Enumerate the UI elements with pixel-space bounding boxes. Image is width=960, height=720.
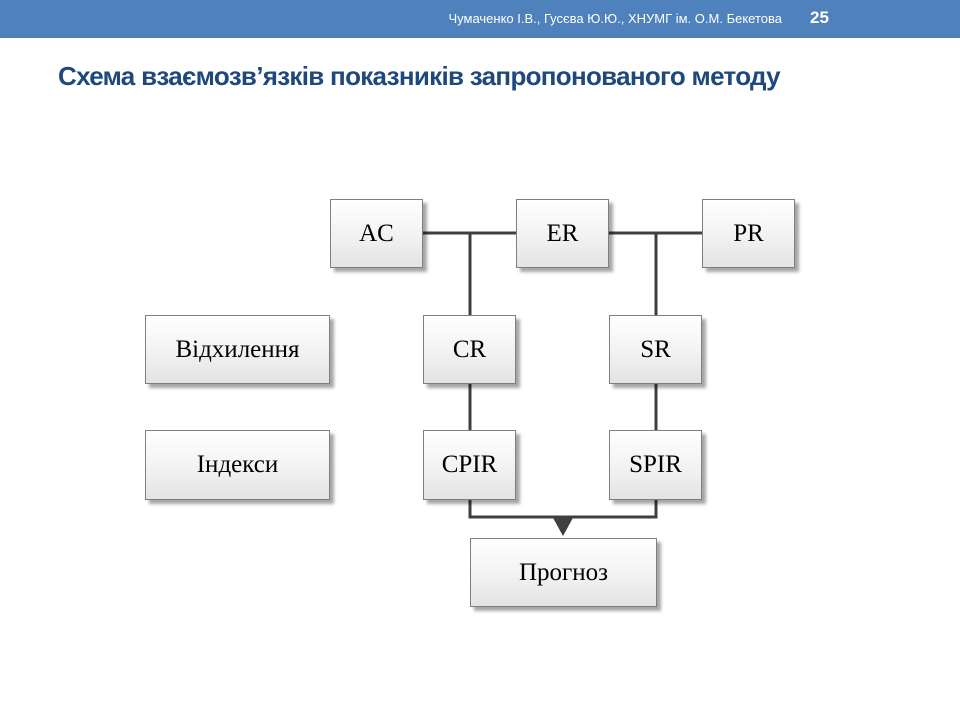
node-cpir: CPIR [423, 430, 516, 500]
node-ac: AC [330, 199, 423, 268]
node-cr: CR [423, 315, 516, 384]
node-pr: PR [702, 199, 795, 268]
header-bar: Чумаченко І.В., Гусєва Ю.Ю., ХНУМГ ім. О… [0, 0, 960, 38]
page-number: 25 [810, 8, 829, 27]
node-spir: SPIR [609, 430, 702, 500]
node-indeksy: Індекси [145, 430, 330, 500]
node-sr: SR [609, 315, 702, 384]
node-prognoz: Прогноз [470, 538, 657, 607]
header-author: Чумаченко І.В., Гусєва Ю.Ю., ХНУМГ ім. О… [448, 11, 782, 26]
connector-bottom-join [468, 500, 658, 519]
slide-title: Схема взаємозв’язків показників запропон… [58, 61, 781, 91]
node-er: ER [516, 199, 609, 268]
arrow-to-prognoz [552, 516, 574, 536]
node-vidkhylennia: Відхилення [145, 315, 330, 384]
